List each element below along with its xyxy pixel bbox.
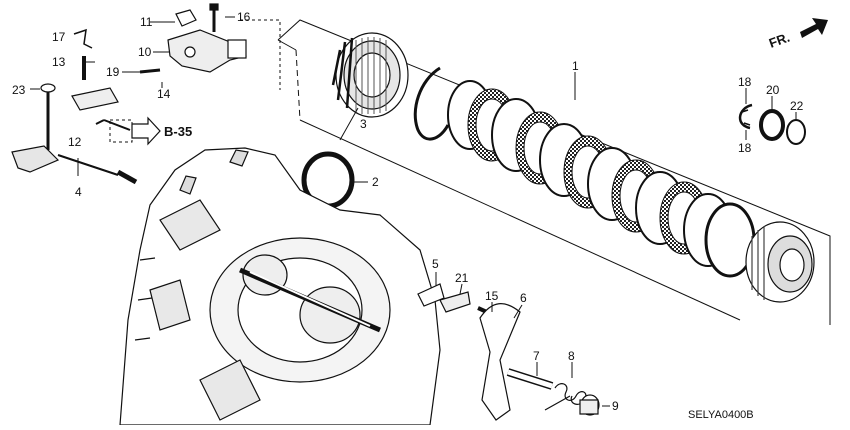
diagram-code: SELYA0400B [688, 409, 754, 421]
callout-23: 23 [12, 83, 26, 97]
callout-20: 20 [766, 83, 780, 97]
front-direction-arrow [800, 18, 828, 38]
callout-15: 15 [485, 289, 499, 303]
clutch-drum [331, 32, 409, 118]
callout-11: 11 [140, 15, 153, 29]
callout-1: 1 [572, 59, 579, 73]
callout-12: 12 [68, 135, 82, 149]
clutch-hub [745, 221, 815, 303]
callout-13: 13 [52, 55, 66, 69]
callout-9: 9 [612, 399, 619, 413]
callout-22: 22 [790, 99, 804, 113]
callout-7: 7 [533, 349, 540, 363]
callout-4: 4 [75, 185, 82, 199]
callout-18-top: 18 [738, 75, 752, 89]
callout-leaders [30, 16, 797, 407]
callout-14: 14 [157, 87, 171, 101]
callout-3: 3 [360, 117, 367, 131]
transmission-case [119, 147, 441, 426]
reference-label-b35: B-35 [164, 124, 192, 139]
callout-6: 6 [520, 291, 527, 305]
callout-5: 5 [432, 257, 439, 271]
callout-labels: 1 2 3 4 5 6 7 8 9 10 11 12 13 14 15 16 1… [12, 10, 804, 413]
leader-3 [339, 107, 359, 141]
callout-18-bottom: 18 [738, 141, 752, 155]
callout-10: 10 [138, 45, 152, 59]
snap-ring [413, 66, 450, 141]
clutch-plate-stack [447, 80, 756, 278]
front-label: FR. [767, 30, 792, 51]
callout-19: 19 [106, 65, 120, 79]
shift-fork-assembly [417, 283, 600, 421]
callout-16: 16 [237, 10, 251, 24]
callout-2: 2 [372, 175, 379, 189]
callout-8: 8 [568, 349, 575, 363]
callout-21: 21 [455, 271, 469, 285]
shift-linkage-assembly [11, 3, 247, 185]
reference-arrow-b35 [131, 116, 161, 146]
callout-17: 17 [52, 30, 66, 44]
